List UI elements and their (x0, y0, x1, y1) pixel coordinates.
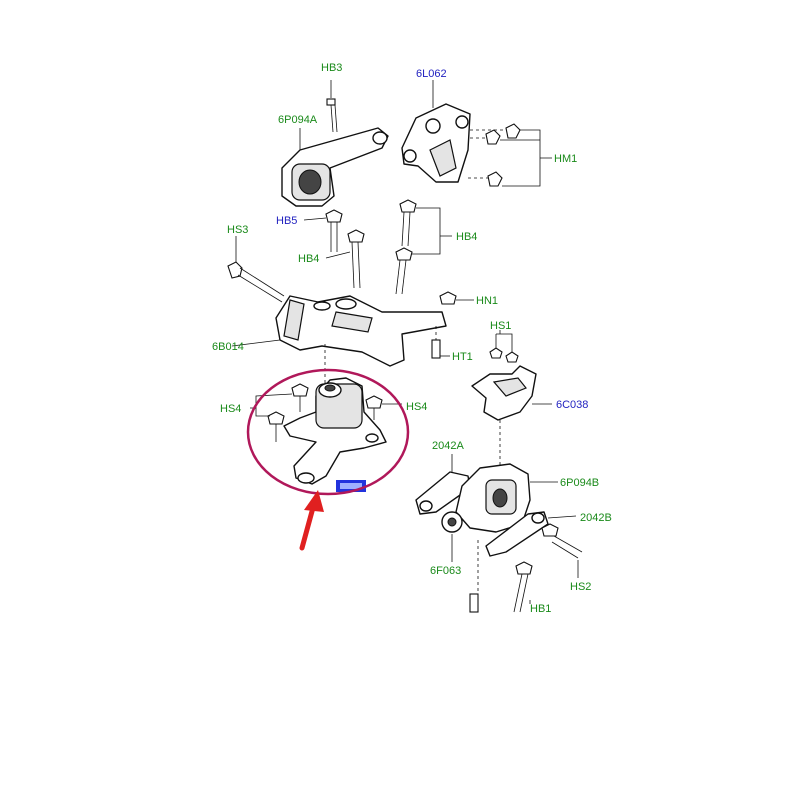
bolt-hs3 (227, 236, 285, 303)
label-hm1: HM1 (554, 153, 577, 165)
bolt-hb1 (513, 561, 533, 613)
label-6b014: 6B014 (212, 341, 244, 353)
bolts-hs4-left (250, 383, 309, 442)
bolts-hs1 (489, 330, 519, 363)
engine-mount-highlighted (283, 377, 387, 485)
label-ht1: HT1 (452, 351, 473, 363)
upper-torque-rod-6p094a (281, 127, 389, 207)
label-6c038: 6C038 (556, 399, 588, 411)
link-2042a (415, 454, 471, 515)
label-hb1: HB1 (530, 603, 551, 615)
label-hs3: HS3 (227, 224, 248, 236)
lower-mount-6p094b (441, 463, 558, 533)
label-hb4-left: HB4 (298, 253, 319, 265)
nut-hn1 (439, 291, 474, 305)
bolt-hb3 (326, 80, 338, 133)
stud-6f063 (451, 534, 479, 613)
red-pointer-arrow (299, 490, 324, 551)
label-hb4-right: HB4 (456, 231, 477, 243)
bracket-6b014 (231, 295, 447, 367)
bolts-hb4-right (395, 199, 452, 295)
bracket-6l062 (401, 103, 471, 183)
label-hs4-right: HS4 (406, 401, 427, 413)
label-6l062: 6L062 (416, 68, 447, 80)
label-6f063: 6F063 (430, 565, 461, 577)
bolt-hs2 (541, 523, 583, 578)
label-2042a: 2042A (432, 440, 464, 452)
link-2042b (485, 511, 577, 557)
label-hn1: HN1 (476, 295, 498, 307)
label-2042b: 2042B (580, 512, 612, 524)
label-hs4-left: HS4 (220, 403, 241, 415)
part-ref-box-text (340, 483, 362, 489)
label-hs2: HS2 (570, 581, 591, 593)
stud-ht1 (431, 326, 450, 359)
bolt-hb4-left (325, 229, 365, 289)
label-6p094b: 6P094B (560, 477, 599, 489)
label-hb3: HB3 (321, 62, 342, 74)
label-6p094a: 6P094A (278, 114, 318, 126)
highlight-ellipse (246, 368, 410, 496)
label-hs1: HS1 (490, 320, 511, 332)
bolt-hb5 (303, 209, 343, 252)
shield-6c038 (471, 365, 552, 421)
nuts-hm1 (468, 123, 552, 187)
label-hb5: HB5 (276, 215, 297, 227)
